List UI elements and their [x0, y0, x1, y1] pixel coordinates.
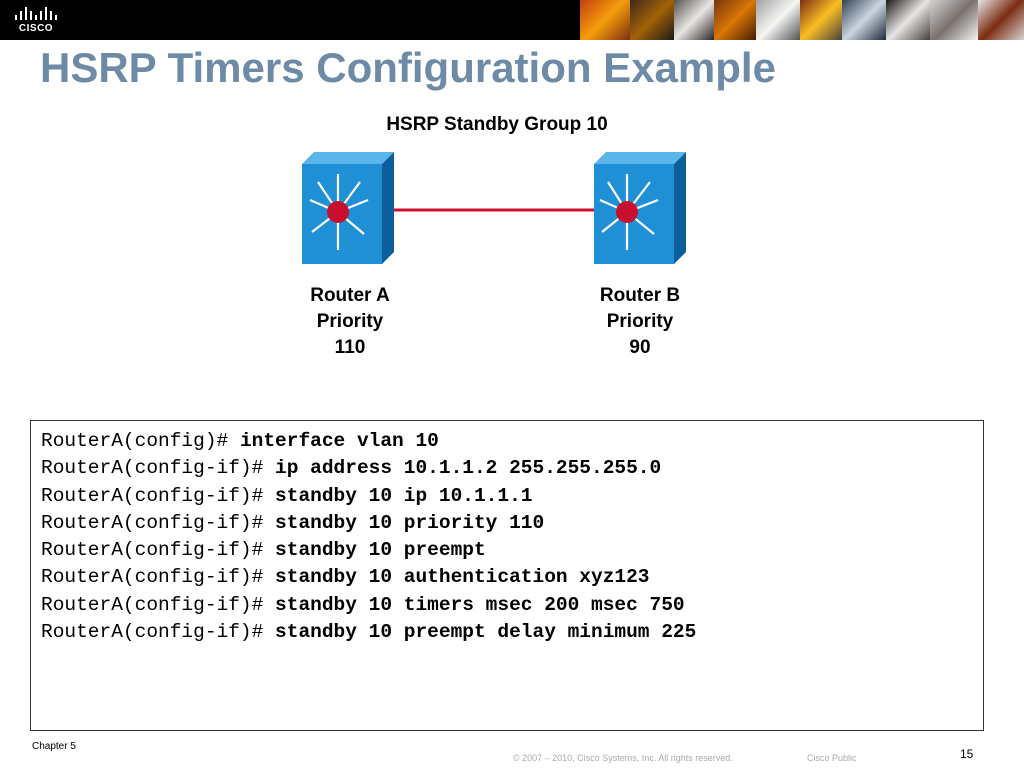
- chapter-label: Chapter 5: [32, 741, 76, 752]
- photo-tile: [886, 0, 930, 40]
- router-a-priority-value: 110: [335, 337, 366, 358]
- photo-tile: [580, 0, 630, 40]
- cli-prompt: RouterA(config-if)#: [41, 484, 276, 507]
- photo-tile: [978, 0, 1024, 40]
- config-line: RouterA(config)# interface vlan 10: [41, 428, 983, 455]
- copyright-notice: © 2007 – 2010, Cisco Systems, Inc. All r…: [513, 753, 733, 763]
- photo-tile: [714, 0, 756, 40]
- header-bar: CISCO: [0, 0, 1024, 40]
- hsrp-topology-diagram: HSRP Standby Group 10 Router A Priority …: [302, 114, 686, 358]
- cli-command: standby 10 preempt: [275, 539, 486, 562]
- cli-command: standby 10 authentication xyz123: [275, 566, 650, 589]
- group-label: HSRP Standby Group 10: [386, 114, 607, 135]
- cli-prompt: RouterA(config-if)#: [41, 621, 276, 644]
- router-b-switch-icon: [594, 152, 686, 264]
- cli-command: ip address 10.1.1.2 255.255.255.0: [275, 457, 662, 480]
- cli-prompt: RouterA(config-if)#: [41, 511, 276, 534]
- cli-prompt: RouterA(config)#: [41, 430, 240, 452]
- cli-prompt: RouterA(config-if)#: [41, 457, 276, 480]
- config-line: RouterA(config-if)# standby 10 ip 10.1.1…: [41, 483, 983, 510]
- photo-tile: [930, 0, 978, 40]
- cli-command: standby 10 timers msec 200 msec 750: [275, 593, 685, 616]
- router-a-priority-label: Priority: [317, 311, 384, 332]
- router-a-name: Router A: [310, 285, 390, 306]
- slide-title: HSRP Timers Configuration Example: [40, 44, 776, 91]
- cisco-bridge-logo-icon: [15, 7, 57, 20]
- config-line: RouterA(config-if)# standby 10 preempt: [41, 537, 983, 564]
- cisco-logo: CISCO: [14, 6, 64, 34]
- cli-command: standby 10 priority 110: [275, 511, 545, 534]
- photo-tile: [800, 0, 842, 40]
- page-number: 15: [960, 747, 974, 761]
- config-line: RouterA(config-if)# ip address 10.1.1.2 …: [41, 455, 983, 482]
- router-b-name: Router B: [600, 285, 680, 306]
- config-line: RouterA(config-if)# standby 10 authentic…: [41, 564, 983, 591]
- cli-command: standby 10 preempt delay minimum 225: [275, 621, 697, 644]
- cli-command: interface vlan 10: [239, 430, 439, 452]
- router-b-priority-label: Priority: [607, 311, 674, 332]
- cisco-logo-text: CISCO: [18, 23, 54, 34]
- photo-tile: [842, 0, 886, 40]
- classification-label: Cisco Public: [807, 753, 857, 763]
- cli-prompt: RouterA(config-if)#: [41, 566, 276, 589]
- photo-tile: [756, 0, 800, 40]
- photo-tile: [630, 0, 674, 40]
- config-line: RouterA(config-if)# standby 10 preempt d…: [41, 619, 983, 646]
- config-line: RouterA(config-if)# standby 10 priority …: [41, 510, 983, 537]
- cli-prompt: RouterA(config-if)#: [41, 593, 276, 616]
- config-code-box: RouterA(config)# interface vlan 10 Route…: [30, 420, 984, 731]
- header-photo-strip: [580, 0, 1024, 40]
- photo-tile: [674, 0, 714, 40]
- cli-command: standby 10 ip 10.1.1.1: [275, 484, 533, 507]
- router-b-priority-value: 90: [629, 337, 650, 358]
- cli-prompt: RouterA(config-if)#: [41, 539, 276, 562]
- config-line: RouterA(config-if)# standby 10 timers ms…: [41, 592, 983, 619]
- router-a-switch-icon: [302, 152, 394, 264]
